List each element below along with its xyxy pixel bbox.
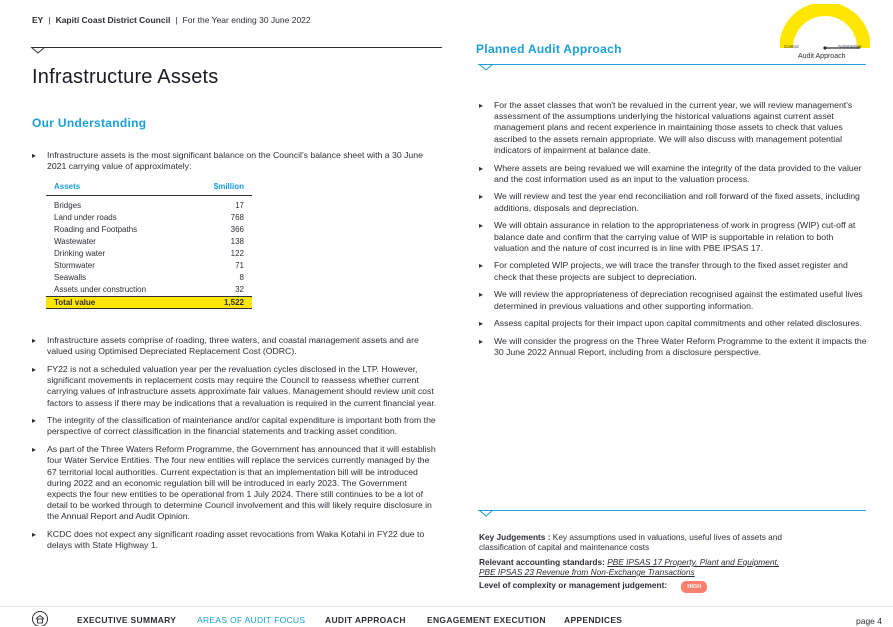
table-total-row: Total value 1,522	[46, 295, 252, 309]
table-row: Roading and Footpaths 366	[46, 224, 252, 236]
complexity-label: Level of complexity or management judgem…	[479, 580, 668, 590]
left-chevron-icon	[30, 47, 46, 54]
right-bullet: For the asset classes that won't be reva…	[479, 100, 869, 156]
asset-value: 366	[230, 225, 244, 235]
left-column: Infrastructure assets is the most signif…	[32, 150, 437, 309]
asset-value: 122	[230, 249, 244, 259]
nav-audit-approach[interactable]: AUDIT APPROACH	[325, 615, 406, 625]
asset-value: 8	[239, 273, 244, 283]
asset-name: Land under roads	[54, 213, 117, 223]
table-row: Drinking water 122	[46, 248, 252, 260]
nav-appendices[interactable]: APPENDICES	[564, 615, 623, 625]
section-title-approach: Planned Audit Approach	[476, 42, 622, 56]
table-row: Stormwater 71	[46, 260, 252, 272]
left-header-rule	[32, 47, 442, 48]
right-bullet: We will review and test the year end rec…	[479, 191, 869, 213]
total-value: 1,522	[190, 295, 252, 309]
left-bullet: KCDC does not expect any significant roa…	[32, 529, 437, 551]
page-header: EY|Kapiti Coast District Council|For the…	[32, 15, 311, 25]
brand-logo: EY	[32, 15, 44, 25]
table-header-row: Assets $million	[46, 177, 252, 196]
asset-value: 32	[235, 285, 244, 295]
accounting-standards: Relevant accounting standards: PBE IPSAS…	[479, 557, 859, 577]
right-bullet: Where assets are being revalued we will …	[479, 163, 869, 185]
asset-name: Stormwater	[54, 261, 95, 271]
audit-approach-gauge: Control Substantive Audit Approach	[780, 4, 870, 64]
complexity-badge: HIGH	[681, 581, 708, 593]
page-number: page 4	[856, 616, 882, 626]
gauge-left-label: Control	[784, 44, 799, 49]
complexity-level: Level of complexity or management judgem…	[479, 580, 859, 593]
footer-bar	[0, 606, 893, 627]
intro-bullet: Infrastructure assets is the most signif…	[32, 150, 437, 172]
asset-name: Roading and Footpaths	[54, 225, 138, 235]
right-bullet: For completed WIP projects, we will trac…	[479, 260, 869, 282]
asset-name: Wastewater	[54, 237, 96, 247]
key-judgements-label: Key Judgements :	[479, 532, 551, 542]
right-header-rule	[478, 64, 866, 65]
section-title-understanding: Our Understanding	[32, 116, 147, 130]
key-judgements: Key Judgements : Key assumptions used in…	[479, 532, 799, 552]
standards-label: Relevant accounting standards:	[479, 557, 605, 567]
table-row: Seawalls 8	[46, 272, 252, 284]
asset-value: 17	[235, 201, 244, 211]
asset-name: Drinking water	[54, 249, 106, 259]
right-bullet: Assess capital projects for their impact…	[479, 318, 869, 329]
gauge-icon	[780, 4, 870, 50]
col-header-value: $million	[190, 177, 252, 196]
asset-name: Bridges	[54, 201, 82, 211]
asset-name: Assets under construction	[54, 285, 147, 295]
right-chevron-icon	[478, 64, 494, 71]
nav-engagement-execution[interactable]: ENGAGEMENT EXECUTION	[427, 615, 546, 625]
right-bullet: We will obtain assurance in relation to …	[479, 220, 869, 254]
asset-value: 138	[230, 237, 244, 247]
standard-link[interactable]: PBE IPSAS 23 Revenue from Non-Exchange T…	[479, 567, 695, 577]
gauge-caption: Audit Approach	[798, 53, 846, 60]
table-row: Wastewater 138	[46, 236, 252, 248]
left-bullet: FY22 is not a scheduled valuation year p…	[32, 364, 437, 409]
period-text: For the Year ending 30 June 2022	[182, 15, 311, 25]
total-label: Total value	[46, 295, 191, 309]
asset-value: 768	[230, 213, 244, 223]
right-bullet: We will review the appropriateness of de…	[479, 289, 869, 311]
left-bullets: Infrastructure assets comprise of roadin…	[32, 335, 437, 558]
left-bullet: The integrity of the classification of m…	[32, 415, 437, 437]
key-judgements-chevron-icon	[478, 510, 494, 517]
nav-executive-summary[interactable]: EXECUTIVE SUMMARY	[77, 615, 177, 625]
nav-areas-of-audit-focus[interactable]: AREAS OF AUDIT FOCUS	[197, 615, 306, 625]
assets-table: Assets $million Bridges 17 Land under roa…	[46, 177, 252, 309]
gauge-right-label: Substantive	[838, 44, 862, 49]
client-name: Kapiti Coast District Council	[55, 15, 171, 25]
left-bullet: Infrastructure assets comprise of roadin…	[32, 335, 437, 357]
right-bullet: We will consider the progress on the Thr…	[479, 336, 869, 358]
home-icon[interactable]	[31, 610, 49, 626]
key-judgements-text: Key assumptions used in valuations, usef…	[479, 532, 782, 552]
left-bullet: As part of the Three Waters Reform Progr…	[32, 444, 437, 522]
asset-name: Seawalls	[54, 273, 87, 283]
table-row: Assets under construction 32	[46, 284, 252, 297]
table-row: Land under roads 768	[46, 212, 252, 224]
asset-value: 71	[235, 261, 244, 271]
standard-link[interactable]: PBE IPSAS 17 Property, Plant and Equipme…	[607, 557, 780, 567]
col-header-assets: Assets	[46, 177, 191, 196]
key-judgements-rule	[478, 510, 866, 511]
table-row: Bridges 17	[46, 200, 252, 212]
right-bullets: For the asset classes that won't be reva…	[479, 100, 869, 365]
page-title: Infrastructure Assets	[32, 66, 219, 88]
